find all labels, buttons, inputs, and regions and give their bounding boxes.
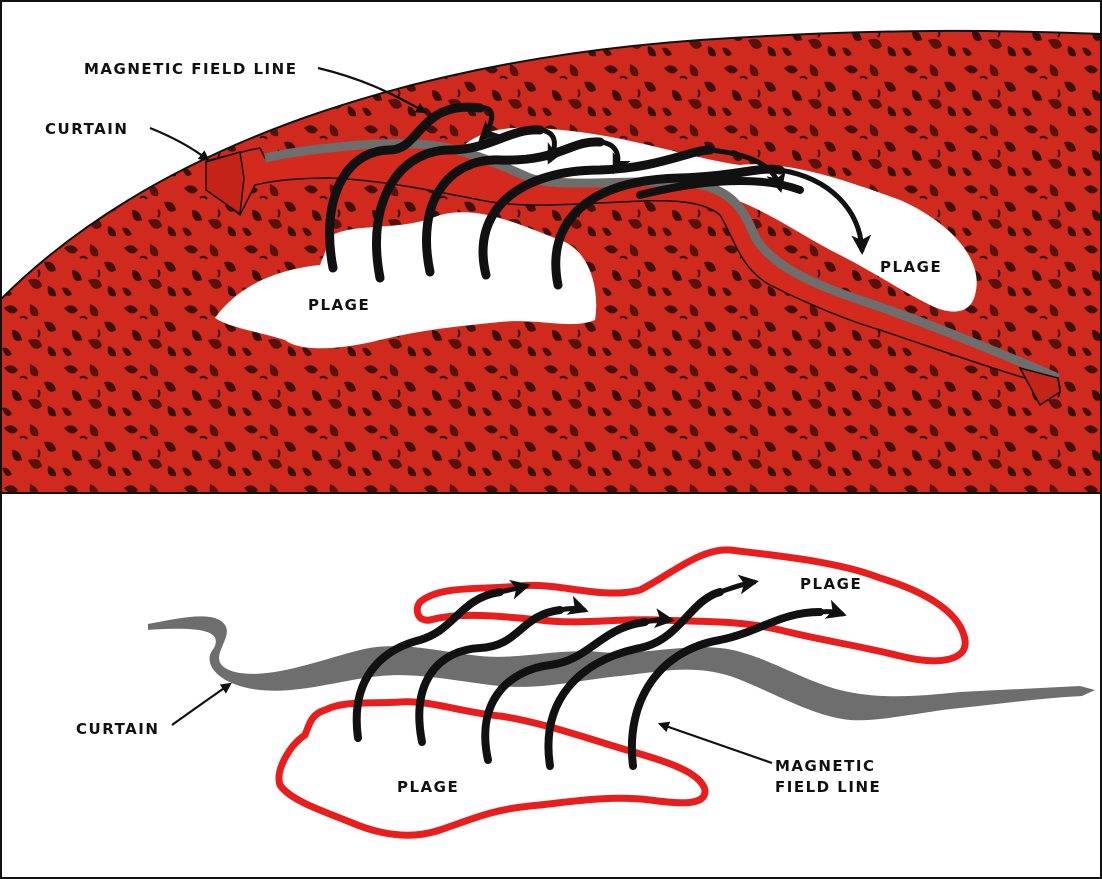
label-plage-bottom-bottom: PLAGE [397,778,459,796]
label-curtain-bottom: CURTAIN [76,720,159,738]
top-panel: MAGNETIC FIELD LINE CURTAIN PLAGE PLAGE [0,0,1102,493]
bottom-panel: CURTAIN PLAGE PLAGE MAGNETIC FIELD LINE [76,550,1095,835]
plage-outline-bottom [279,702,705,836]
label-magnetic-field-line-top: MAGNETIC FIELD LINE [84,60,297,78]
label-curtain-top: CURTAIN [45,120,128,138]
label-plage-left-top: PLAGE [308,296,370,314]
pointer-curtain-bottom [172,684,230,725]
label-plage-right-top: PLAGE [880,258,942,276]
label-magnetic-bottom: MAGNETIC [775,757,875,775]
label-field-line-bottom: FIELD LINE [775,778,881,796]
pointer-field-line-bottom [660,724,772,763]
label-plage-top-bottom: PLAGE [800,575,862,593]
